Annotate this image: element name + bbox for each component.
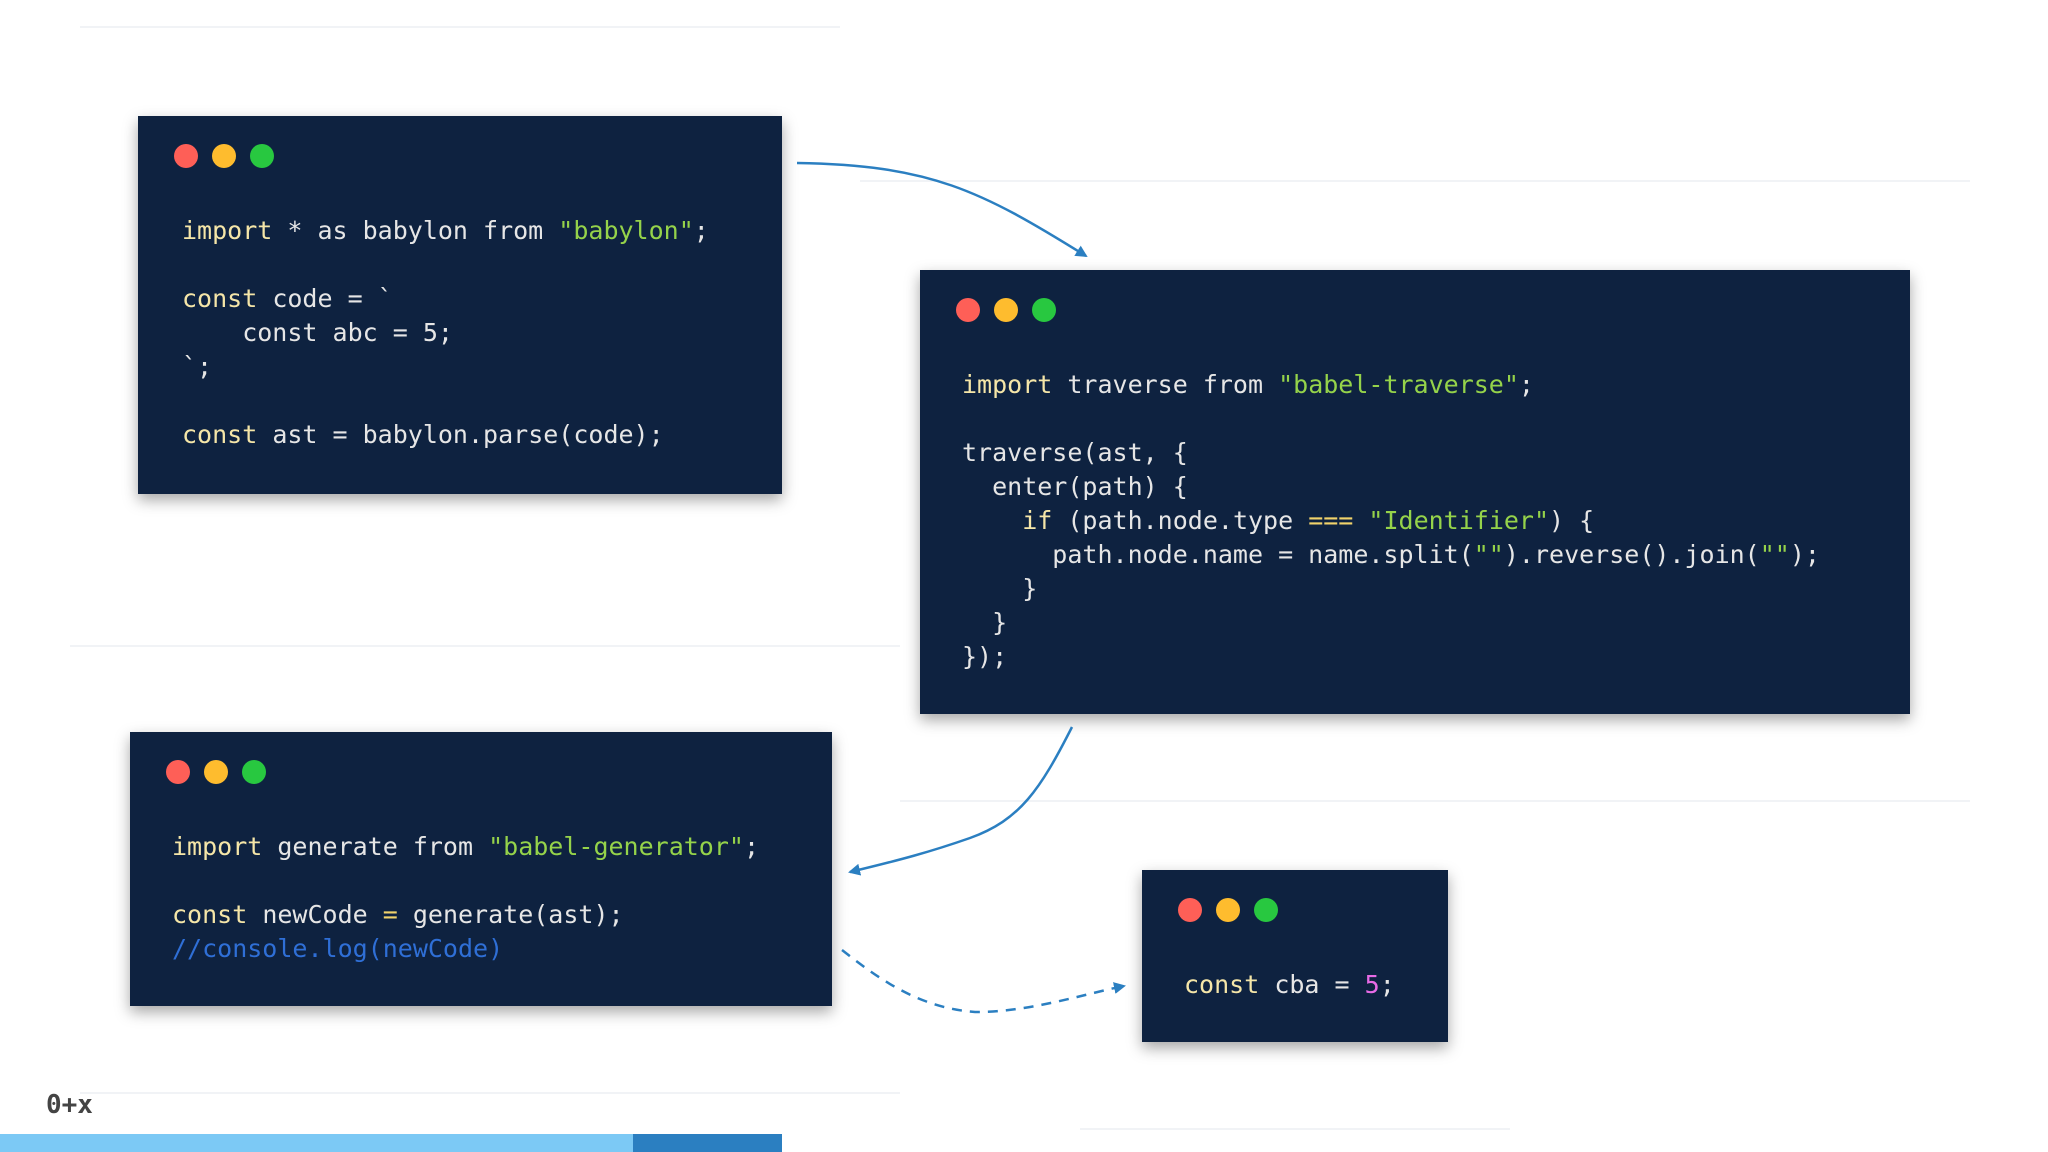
code-token: }); [962, 642, 1008, 671]
code-line: const abc = 5; [182, 316, 709, 350]
divider [70, 645, 900, 647]
code-token: "Identifier" [1368, 506, 1550, 535]
code-token: * as babylon from [272, 216, 559, 245]
minimize-dot-icon [994, 298, 1018, 322]
code-token: `; [182, 352, 213, 381]
code-token: import [172, 832, 263, 861]
maximize-dot-icon [1254, 898, 1278, 922]
code-token: generate from [262, 832, 489, 861]
code-token: "" [1473, 540, 1504, 569]
code-window-result: const cba = 5; [1142, 870, 1448, 1042]
code-line: traverse(ast, { [962, 436, 1820, 470]
code-token: ).reverse().join( [1503, 540, 1760, 569]
code-line: }); [962, 640, 1820, 674]
code-token [1353, 506, 1368, 535]
code-line: `; [182, 350, 709, 384]
code-token: generate(ast); [397, 900, 624, 929]
code-token: import [182, 216, 273, 245]
code-token: = [382, 900, 398, 929]
code-token: const [182, 284, 258, 313]
close-dot-icon [166, 760, 190, 784]
code-token [962, 506, 1022, 535]
code-line: } [962, 572, 1820, 606]
divider [1080, 1128, 1510, 1130]
code-token: ; [693, 216, 709, 245]
code-line: if (path.node.type === "Identifier") { [962, 504, 1820, 538]
code-token: } [962, 574, 1038, 603]
maximize-dot-icon [242, 760, 266, 784]
code-token: 5 [1364, 970, 1380, 999]
code-token: ) { [1549, 506, 1595, 535]
code-token: } [962, 608, 1008, 637]
arrow-generate-to-result-dashed [841, 949, 1126, 1014]
code-token: ; [1379, 970, 1395, 999]
code-line: } [962, 606, 1820, 640]
code-token: const [182, 420, 258, 449]
code-line: path.node.name = name.split("").reverse(… [962, 538, 1820, 572]
window-controls [956, 298, 1056, 322]
code-token: cba = [1259, 970, 1365, 999]
code-token: code = ` [257, 284, 393, 313]
brand-logo: 0+x [46, 1090, 93, 1120]
window-controls [174, 144, 274, 168]
code-token: import [962, 370, 1053, 399]
maximize-dot-icon [250, 144, 274, 168]
window-controls [1178, 898, 1278, 922]
code-token: (path.node.type [1052, 506, 1309, 535]
code-token: "babylon" [558, 216, 694, 245]
code-block: import generate from "babel-generator"; c… [172, 830, 759, 966]
code-line: import traverse from "babel-traverse"; [962, 368, 1820, 402]
minimize-dot-icon [1216, 898, 1240, 922]
code-token: //console.log(newCode) [172, 934, 504, 963]
code-token: enter(path) { [962, 472, 1188, 501]
arrow-parse-to-traverse [796, 161, 1088, 258]
code-token: ; [743, 832, 760, 861]
code-token: if [1022, 506, 1053, 535]
code-token: ); [1789, 540, 1820, 569]
code-token: newCode [247, 900, 383, 929]
divider [860, 180, 1970, 182]
maximize-dot-icon [1032, 298, 1056, 322]
window-controls [166, 760, 266, 784]
code-window-parse: import * as babylon from "babylon"; const… [138, 116, 782, 494]
divider [80, 1092, 900, 1094]
close-dot-icon [174, 144, 198, 168]
close-dot-icon [1178, 898, 1202, 922]
code-line [172, 864, 759, 898]
code-token: === [1308, 506, 1354, 535]
code-line: const ast = babylon.parse(code); [182, 418, 709, 452]
minimize-dot-icon [204, 760, 228, 784]
code-token: ast = babylon.parse(code); [257, 420, 664, 449]
code-line: const newCode = generate(ast); [172, 898, 759, 932]
code-token: ; [1518, 370, 1534, 399]
code-block: import * as babylon from "babylon"; const… [182, 214, 709, 452]
code-line [182, 248, 709, 282]
code-line: import generate from "babel-generator"; [172, 830, 759, 864]
code-token: "" [1759, 540, 1790, 569]
code-window-generate: import generate from "babel-generator"; c… [130, 732, 832, 1006]
code-token: const [172, 900, 248, 929]
code-token: const abc = 5; [182, 318, 453, 347]
code-line: import * as babylon from "babylon"; [182, 214, 709, 248]
code-line [962, 402, 1820, 436]
progress-track [0, 1134, 633, 1152]
code-block: import traverse from "babel-traverse";tr… [962, 368, 1820, 674]
divider [900, 800, 1970, 802]
code-line [182, 384, 709, 418]
code-block: const cba = 5; [1184, 968, 1395, 1002]
code-token: traverse from [1052, 370, 1279, 399]
code-token: path.node.name = name.split( [962, 540, 1474, 569]
divider [80, 26, 840, 28]
code-token: traverse(ast, { [962, 438, 1188, 467]
code-line: enter(path) { [962, 470, 1820, 504]
close-dot-icon [956, 298, 980, 322]
code-token: const [1184, 970, 1260, 999]
code-window-traverse: import traverse from "babel-traverse";tr… [920, 270, 1910, 714]
code-line: //console.log(newCode) [172, 932, 759, 966]
code-token: "babel-traverse" [1278, 370, 1519, 399]
code-token: "babel-generator" [488, 832, 744, 861]
code-line: const cba = 5; [1184, 968, 1395, 1002]
code-line: const code = ` [182, 282, 709, 316]
minimize-dot-icon [212, 144, 236, 168]
